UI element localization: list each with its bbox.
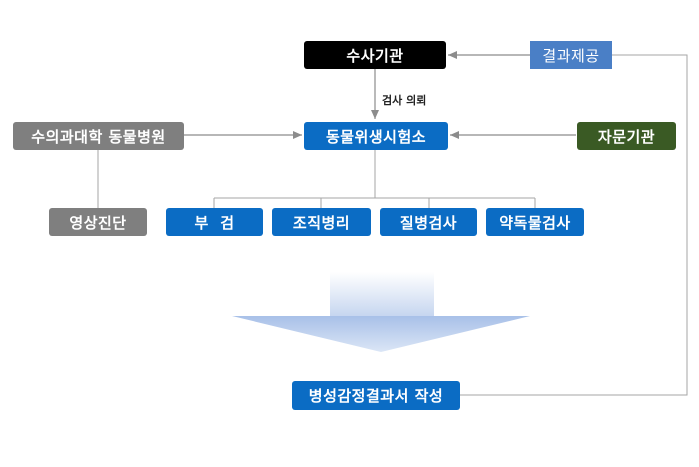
feedback-line — [460, 54, 688, 396]
node-imaging-diagnosis: 영상진단 — [49, 208, 147, 236]
node-disease-test: 질병검사 — [380, 208, 477, 236]
branch-tests — [213, 148, 536, 208]
big-down-arrow — [232, 272, 530, 352]
node-histopathology: 조직병리 — [272, 208, 371, 236]
node-animal-health-lab: 동물위생시험소 — [304, 122, 448, 150]
node-toxicology-test: 약독물검사 — [486, 208, 584, 236]
edge-label-test-request: 검사 의뢰 — [382, 94, 427, 107]
node-result-provision: 결과제공 — [530, 41, 612, 69]
node-autopsy: 부 검 — [166, 208, 263, 236]
node-report: 병성감정결과서 작성 — [292, 381, 460, 410]
node-vet-hospital: 수의과대학 동물병원 — [13, 122, 184, 150]
node-advisory-agency: 자문기관 — [577, 122, 676, 150]
node-investigation-agency: 수사기관 — [304, 41, 446, 69]
